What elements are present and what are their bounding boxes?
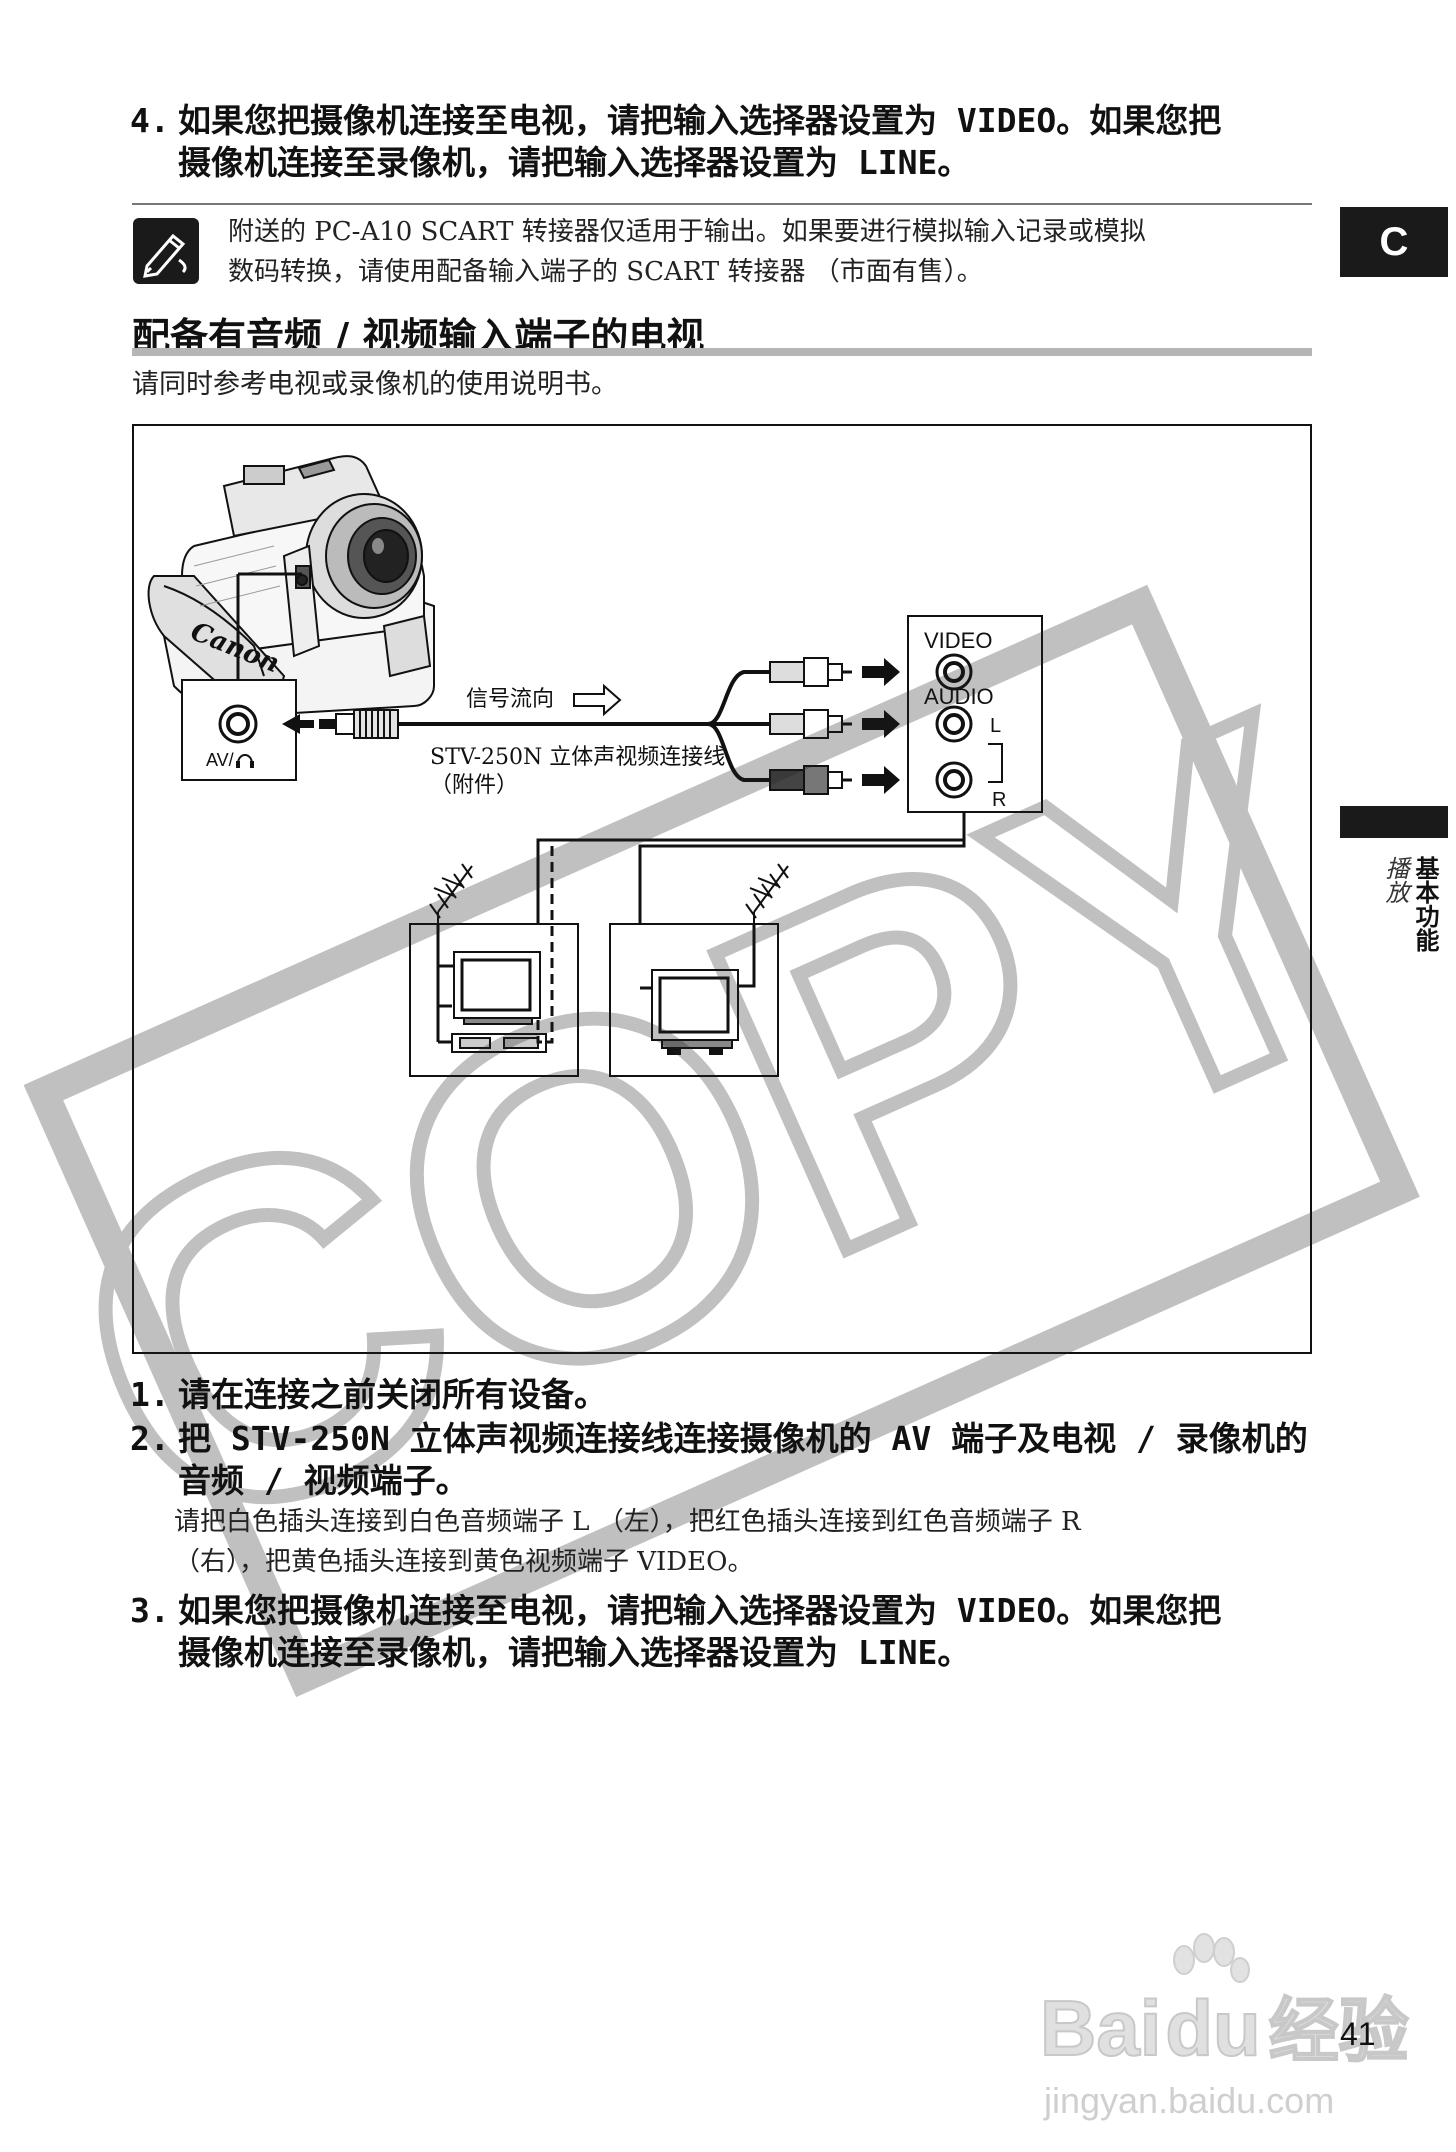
arrow-to-video	[862, 658, 900, 686]
mini-plug	[319, 709, 399, 739]
tv-jack-panel	[907, 615, 1043, 813]
tv-left	[453, 951, 541, 1025]
right-label: R	[992, 789, 1006, 811]
video-label: VIDEO	[924, 628, 992, 653]
step-text-line-1: 把 STV-250N 立体声视频连接线连接摄像机的 AV 端子及电视 / 录像机…	[178, 1419, 1308, 1458]
signal-flow-label: 信号流向	[466, 687, 554, 712]
av-jack-label: AV/	[206, 750, 234, 770]
detail-line-1: 请把白色插头连接到白色音频端子 L （左），把红色插头连接到红色音频端子 R	[174, 1507, 1081, 1537]
note-divider	[132, 203, 1312, 205]
detail-line-2: （右），把黄色插头连接到黄色视频端子 VIDEO。	[174, 1547, 754, 1577]
section-side-italic: 播放	[1381, 856, 1409, 904]
step-text-line-2: 摄像机连接至录像机，请把输入选择器设置为 LINE。	[178, 1633, 971, 1672]
antenna-left	[429, 863, 473, 924]
cable-name-label: STV-250N 立体声视频连接线	[430, 745, 725, 770]
note-text: 附送的 PC-A10 SCART 转接器仅适用于输出。如果要进行模拟输入记录或模…	[228, 212, 1318, 292]
step-3: 3. 如果您把摄像机连接至电视，请把输入选择器设置为 VIDEO。如果您把 摄像…	[130, 1590, 1330, 1674]
step-text-line-2: 摄像机连接至录像机，请把输入选择器设置为 LINE。	[178, 143, 971, 182]
step-1: 1. 请在连接之前关闭所有设备。	[130, 1374, 1330, 1416]
rca-plug-audio-r	[769, 765, 852, 795]
antenna-right	[745, 863, 789, 924]
step-number: 2.	[130, 1419, 170, 1458]
arrow-left	[282, 714, 314, 734]
step-number: 3.	[130, 1591, 170, 1630]
room-right	[609, 923, 779, 1077]
chapter-tab: C	[1340, 207, 1448, 277]
step-text-line-2: 音频 / 视频端子。	[178, 1461, 469, 1500]
signal-flow-arrow-icon	[573, 683, 622, 717]
rca-plug-audio-l	[769, 709, 852, 739]
baidu-logo-text: Bai	[1039, 1984, 1162, 2072]
step-number: 1.	[130, 1375, 170, 1414]
baidu-logo-cn: 经验	[1268, 1990, 1410, 2072]
tv-right	[651, 969, 739, 1055]
note-line-2: 数码转换，请使用配备输入端子的 SCART 转接器 （市面有售）。	[228, 257, 983, 287]
baidu-url: jingyan.baidu.com	[1044, 2080, 1335, 2121]
vcr-left	[436, 1006, 547, 1053]
baidu-logo-paw-text: du	[1164, 1984, 1261, 2072]
page-number: 41	[1340, 2016, 1376, 2052]
paw-icon	[1173, 1933, 1250, 1983]
step-2: 2. 把 STV-250N 立体声视频连接线连接摄像机的 AV 端子及电视 / …	[130, 1418, 1330, 1502]
heading-underline	[132, 348, 1312, 356]
step-4: 4. 如果您把摄像机连接至电视，请把输入选择器设置为 VIDEO。如果您把 摄像…	[130, 100, 1310, 184]
step-text: 请在连接之前关闭所有设备。	[178, 1375, 607, 1414]
left-label: L	[990, 715, 1001, 737]
arrow-to-audio-r	[862, 766, 900, 794]
section-subtitle: 请同时参考电视或录像机的使用说明书。	[132, 369, 618, 400]
note-pencil-icon	[133, 218, 199, 284]
arrow-to-audio-l	[862, 710, 900, 738]
section-side-bar	[1340, 806, 1448, 838]
section-side-label: 基本功能 播放	[1378, 856, 1456, 966]
step-2-detail: 请把白色插头连接到白色音频端子 L （左），把红色插头连接到红色音频端子 R （…	[174, 1502, 1324, 1582]
rca-plug-video	[769, 657, 852, 687]
step-text-line-1: 如果您把摄像机连接至电视，请把输入选择器设置为 VIDEO。如果您把	[178, 1591, 1222, 1630]
note-line-1: 附送的 PC-A10 SCART 转接器仅适用于输出。如果要进行模拟输入记录或模…	[228, 217, 1146, 247]
step-text-line-1: 如果您把摄像机连接至电视，请把输入选择器设置为 VIDEO。如果您把	[178, 101, 1222, 140]
audio-label: AUDIO	[924, 684, 994, 709]
camcorder-illustration	[147, 455, 435, 718]
step-number: 4.	[130, 101, 170, 140]
section-side-bold: 基本功能	[1411, 856, 1439, 952]
connection-diagram: Canon AV/ 信号流向 STV-250N 立	[132, 424, 1312, 1354]
cable-note-label: （附件）	[430, 773, 518, 798]
chapter-letter: C	[1379, 220, 1409, 264]
